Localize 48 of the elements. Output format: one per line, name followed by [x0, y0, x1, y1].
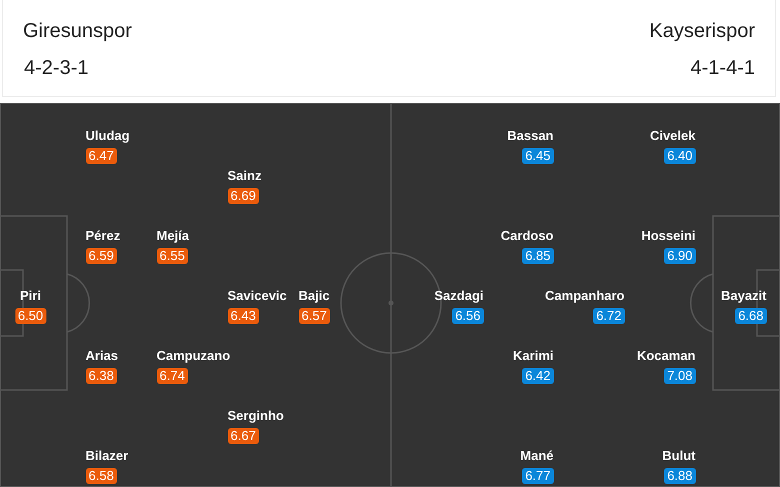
rating-badge: 6.69 — [228, 188, 259, 204]
player-name: Bayazit — [720, 288, 766, 304]
rating-badge: 6.47 — [86, 148, 117, 164]
rating-badge: 7.08 — [664, 368, 696, 384]
rating-badge: 6.40 — [664, 148, 696, 164]
rating-badge: 6.42 — [522, 368, 554, 384]
player-name: Savicevic — [228, 288, 287, 304]
formation: 4-1-4-1 — [690, 56, 755, 80]
team-name: Kayserispor — [649, 19, 755, 43]
rating-badge: 6.57 — [298, 308, 330, 324]
player-name: Mané — [520, 448, 554, 464]
rating-badge: 6.58 — [86, 468, 117, 484]
rating-badge: 6.43 — [228, 308, 259, 324]
rating-badge: 6.50 — [14, 308, 46, 324]
player-name: Bulut — [662, 448, 696, 464]
rating-badge: 6.90 — [664, 248, 696, 264]
rating-badge: 6.72 — [593, 308, 624, 324]
formation: 4-2-3-1 — [24, 56, 88, 80]
player-name: Karimi — [513, 348, 554, 364]
team-name: Giresunspor — [23, 19, 132, 43]
rating-badge: 6.55 — [156, 248, 188, 264]
player-name: Sazdagi — [434, 288, 484, 304]
rating-badge: 6.88 — [664, 468, 696, 484]
rating-badge: 6.74 — [156, 368, 188, 384]
rating-badge: 6.38 — [86, 368, 117, 384]
player-name: Piri — [20, 288, 41, 304]
player-name: Campuzano — [156, 348, 230, 364]
player-name: Campanharo — [545, 288, 624, 304]
player-name: Hosseini — [641, 228, 696, 244]
player-name: Bilazer — [86, 448, 128, 464]
player-name: Civelek — [650, 128, 696, 144]
player-name: Serginho — [228, 408, 284, 424]
player-name: Cardoso — [500, 228, 554, 244]
rating-badge: 6.68 — [735, 308, 766, 324]
player-name: Uludag — [86, 128, 130, 144]
rating-badge: 6.56 — [452, 308, 484, 324]
rating-badge: 6.67 — [228, 428, 259, 444]
player-name: Mejía — [156, 228, 190, 244]
player-name: Arias — [86, 348, 118, 364]
player-name: Bajic — [298, 288, 330, 304]
player-name: Bassan — [507, 128, 554, 144]
player-name: Sainz — [228, 168, 262, 184]
rating-badge: 6.77 — [522, 468, 554, 484]
player-name: Pérez — [86, 228, 120, 244]
rating-badge: 6.85 — [522, 248, 554, 264]
player-name: Kocaman — [636, 348, 696, 364]
rating-badge: 6.45 — [522, 148, 554, 164]
rating-badge: 6.59 — [86, 248, 117, 264]
